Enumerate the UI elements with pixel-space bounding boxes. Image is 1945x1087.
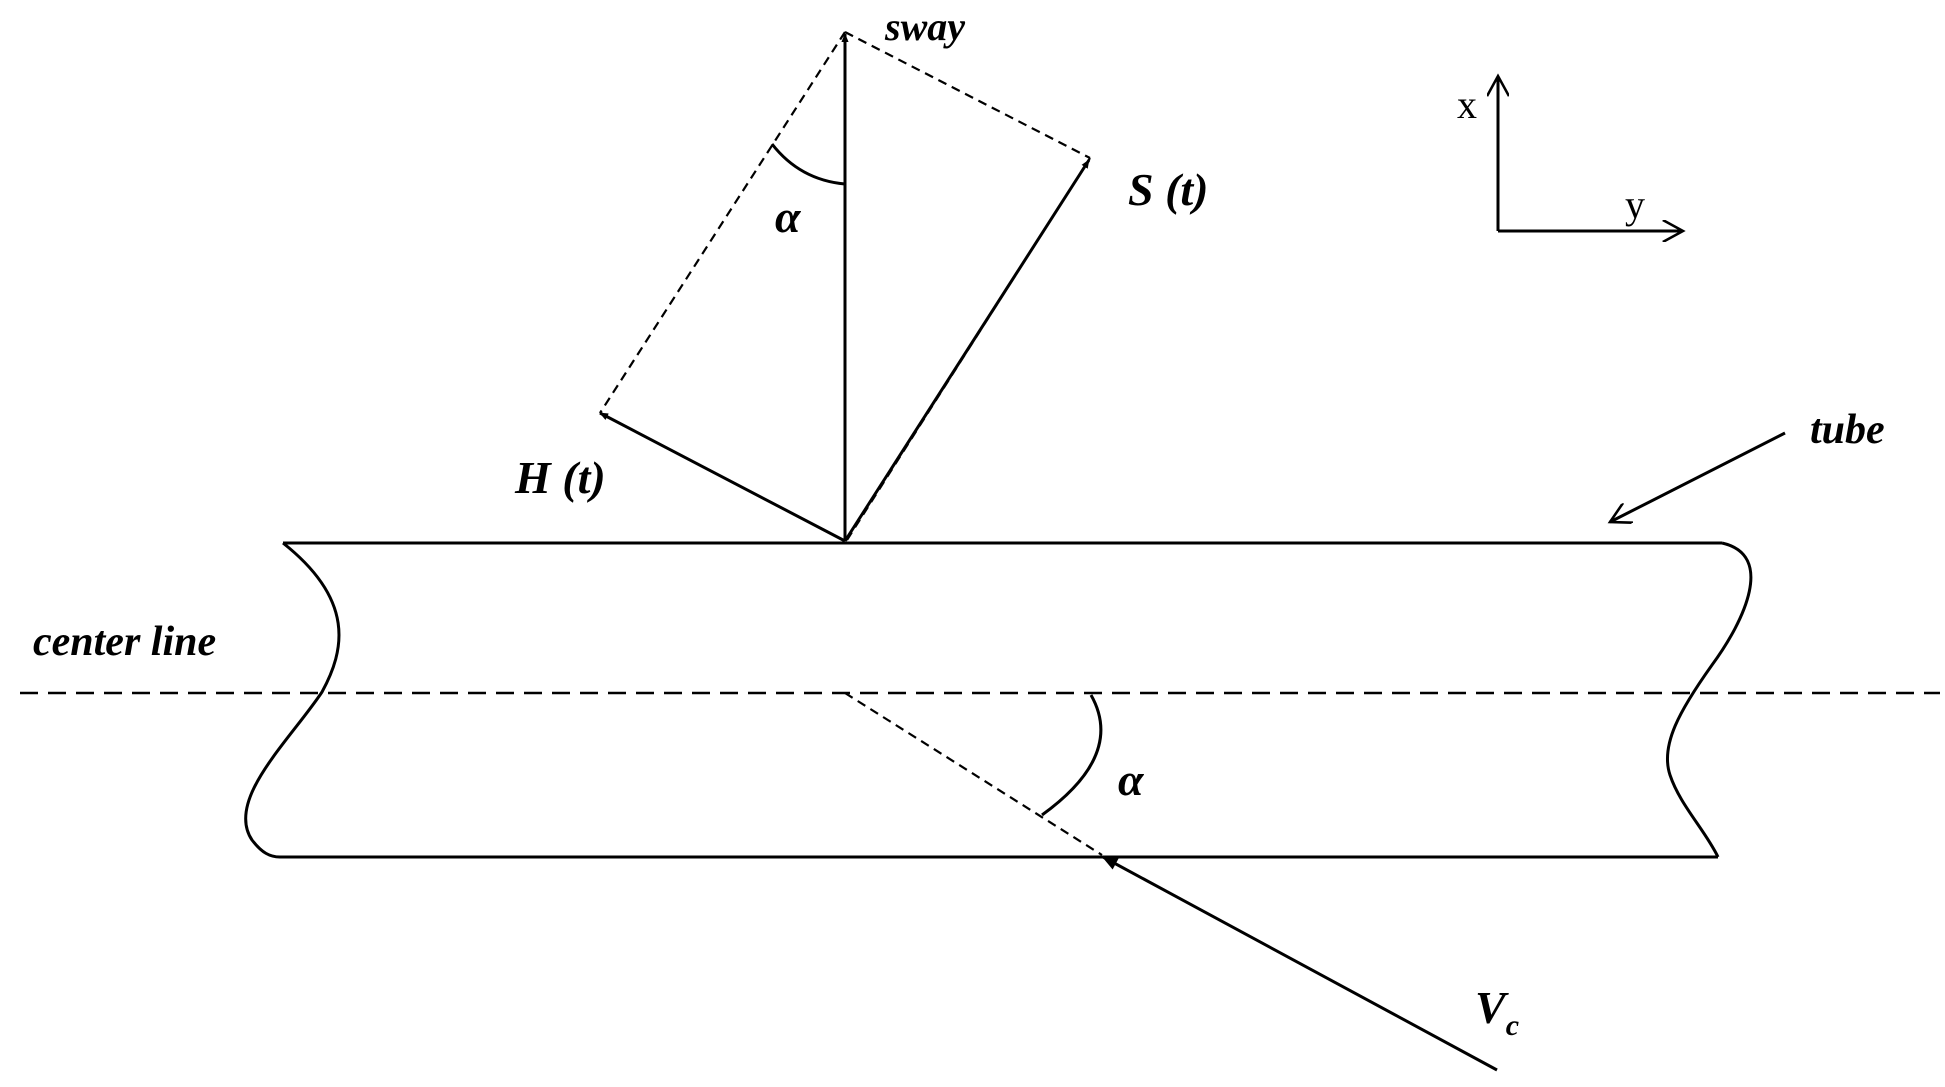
center-line-label: center line	[33, 619, 216, 665]
tube-label: tube	[1810, 407, 1885, 453]
h-force-arrow	[599, 411, 846, 543]
current-velocity-main: V	[1475, 982, 1509, 1033]
tube-body	[244, 541, 1753, 859]
current-velocity-subscript: c	[1506, 1009, 1519, 1042]
y-axis-label: y	[1625, 182, 1645, 227]
h-force-label: H (t)	[514, 452, 606, 503]
lower-alpha-label: α	[1118, 754, 1145, 805]
tube-left-break	[244, 541, 341, 859]
sway-label: sway	[884, 4, 965, 49]
current-velocity-label: Vc	[1475, 982, 1519, 1042]
parallelogram-top-side	[844, 31, 1091, 159]
coordinate-axes	[1498, 76, 1683, 231]
s-force-arrow	[843, 159, 1091, 542]
x-axis-label: x	[1457, 82, 1477, 127]
parallelogram-left-side	[599, 31, 846, 414]
lower-alpha-arc	[1041, 694, 1103, 817]
current-velocity-arrow	[1101, 855, 1498, 1072]
current-extension-dash	[844, 692, 1103, 856]
upper-alpha-label: α	[775, 191, 802, 242]
tube-pointer-arrow	[1610, 431, 1786, 522]
tube-right-break	[1665, 541, 1753, 858]
upper-alpha-arc	[770, 143, 846, 186]
s-force-label: S (t)	[1128, 164, 1209, 215]
